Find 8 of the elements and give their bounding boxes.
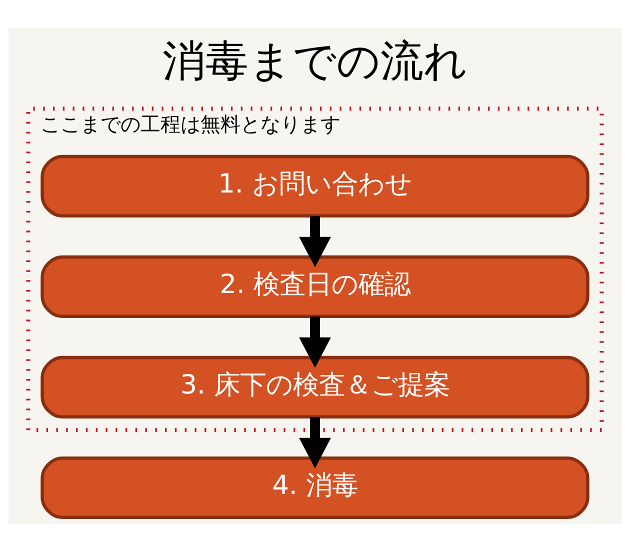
arrow — [299, 216, 331, 268]
arrow — [299, 316, 331, 368]
node-box: 2. 検査日の確認 — [40, 255, 590, 318]
node-box: 3. 床下の検査＆ご提案 — [40, 356, 590, 419]
arrow — [299, 417, 331, 468]
node-box: 4. 消毒 — [40, 456, 590, 520]
node-box: 1. お問い合わせ — [40, 154, 590, 218]
diagram-title: 消毒までの流れ — [162, 36, 468, 86]
